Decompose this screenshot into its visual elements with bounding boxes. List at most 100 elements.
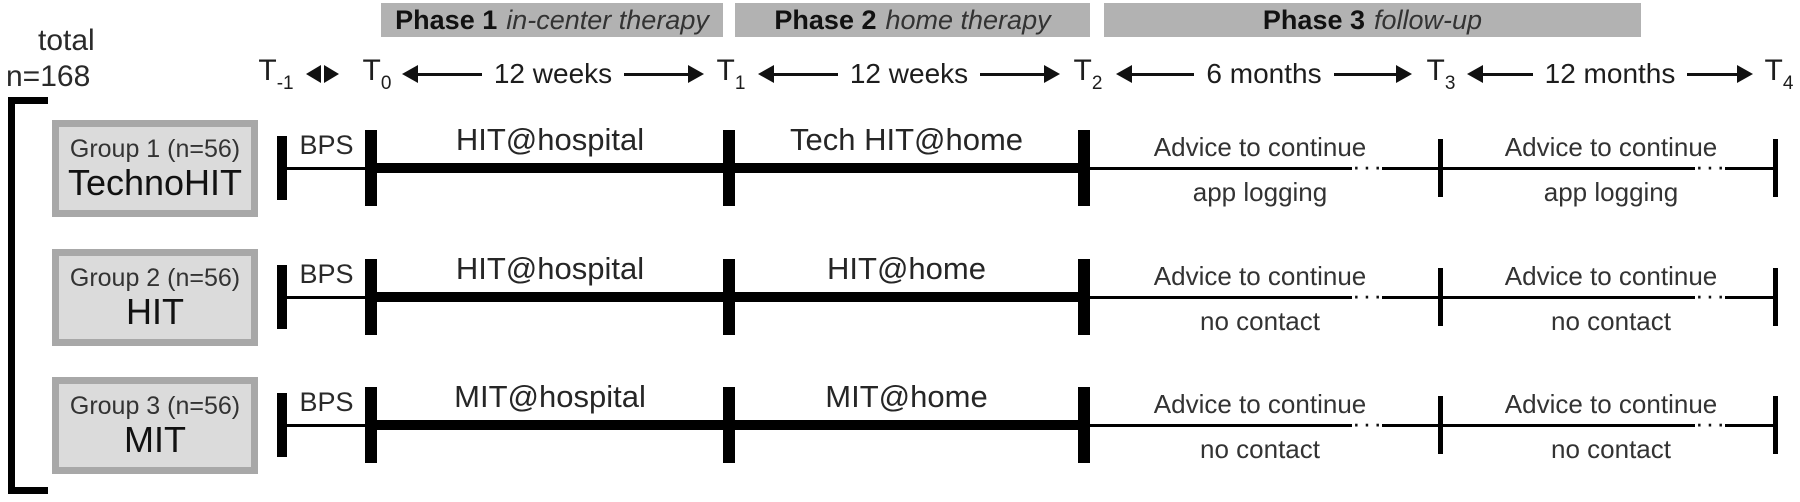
total-bracket-top-arm: [8, 97, 48, 104]
followup1-top-label: Advice to continue: [1153, 389, 1367, 419]
followup1-bottom-label: no contact: [1200, 306, 1320, 336]
interval-12-weeks-1: 12 weeks: [402, 58, 705, 89]
phase-3-band: Phase 3 follow-up: [1104, 3, 1641, 37]
group-title: Group 1 (n=56): [69, 135, 241, 164]
followup2-line-end: [1725, 167, 1773, 170]
group-name: HIT: [126, 290, 184, 332]
followup1-bottom-label: app logging: [1192, 177, 1328, 207]
timepoint-t1: T1: [716, 54, 746, 94]
total-bracket-line: [8, 97, 15, 494]
phase2-label: HIT@home: [827, 251, 986, 286]
followup2-bottom-label: app logging: [1543, 177, 1679, 207]
total-n-value: n=168: [6, 60, 91, 93]
interval-12-weeks-2: 12 weeks: [758, 58, 1061, 89]
followup1-line: [1090, 296, 1352, 299]
followup1-line-end: [1382, 296, 1438, 299]
phase1-label: HIT@hospital: [455, 122, 645, 157]
phase-2-band: Phase 2 home therapy: [735, 3, 1090, 37]
tick-t4: [1773, 396, 1778, 454]
interval-label: 12 weeks: [493, 58, 613, 89]
bps-line: [282, 424, 371, 427]
tick-t2: [1078, 259, 1090, 335]
tick-t3: [1438, 268, 1443, 326]
arrow-left-icon: [758, 65, 774, 83]
total-bracket-bottom-arm: [8, 487, 48, 494]
arrow-right-icon: [1044, 65, 1061, 83]
followup2-line: [1443, 296, 1695, 299]
timepoint-t-minus-1: T-1: [258, 54, 294, 94]
followup1-line-end: [1382, 424, 1438, 427]
phase2-line: [729, 292, 1084, 302]
phase2-line: [729, 420, 1084, 430]
followup2-top-label: Advice to continue: [1504, 389, 1718, 419]
group-box-mit: Group 3 (n=56) MIT: [52, 377, 258, 474]
ellipsis: ···: [1695, 151, 1727, 181]
group-title: Group 2 (n=56): [69, 264, 241, 293]
followup1-top-label: Advice to continue: [1153, 261, 1367, 291]
followup1-line: [1090, 424, 1352, 427]
group-name: MIT: [124, 418, 186, 460]
phase-2-name: Phase 2: [774, 4, 877, 35]
ellipsis: ···: [1352, 280, 1384, 310]
bps-label: BPS: [299, 387, 354, 417]
followup2-line-end: [1725, 424, 1773, 427]
phase1-line: [371, 420, 729, 430]
interval-label: 12 months: [1544, 58, 1676, 89]
group-box-hit: Group 2 (n=56) HIT: [52, 249, 258, 346]
phase-1-name: Phase 1: [395, 4, 498, 35]
followup1-bottom-label: no contact: [1200, 434, 1320, 464]
interval-6-months: 6 months: [1116, 58, 1413, 89]
arrow-right-icon: [1396, 65, 1413, 83]
phase1-line: [371, 292, 729, 302]
total-label: total: [38, 24, 95, 57]
followup2-top-label: Advice to continue: [1504, 261, 1718, 291]
arrow-right-icon: [324, 65, 339, 83]
phase-1-subtitle: in-center therapy: [506, 4, 709, 35]
phase-2-subtitle: home therapy: [885, 4, 1051, 35]
interval-label: 6 months: [1206, 58, 1322, 89]
followup2-bottom-label: no contact: [1551, 306, 1671, 336]
arrow-left-icon: [1116, 65, 1132, 83]
followup2-line-end: [1725, 296, 1773, 299]
timepoint-t3: T3: [1426, 54, 1456, 94]
ellipsis: ···: [1695, 280, 1727, 310]
tick-t2: [1078, 387, 1090, 463]
interval-12-months: 12 months: [1467, 58, 1753, 89]
group-name: TechnoHIT: [67, 161, 243, 203]
phase-1-band: Phase 1 in-center therapy: [381, 3, 723, 37]
arrow-left-icon: [402, 65, 418, 83]
tick-t2: [1078, 130, 1090, 206]
phase-3-subtitle: follow-up: [1374, 4, 1483, 35]
tick-t3: [1438, 396, 1443, 454]
phase2-line: [729, 163, 1084, 173]
phase2-label: Tech HIT@home: [789, 122, 1024, 157]
group-box-technohit: Group 1 (n=56) TechnoHIT: [52, 120, 258, 217]
followup1-top-label: Advice to continue: [1153, 132, 1367, 162]
arrow-left-icon: [306, 65, 321, 83]
phase1-line: [371, 163, 729, 173]
followup1-line-end: [1382, 167, 1438, 170]
timepoint-t2: T2: [1073, 54, 1103, 94]
tick-t3: [1438, 139, 1443, 197]
tick-t4: [1773, 268, 1778, 326]
followup2-line: [1443, 424, 1695, 427]
phase-3-name: Phase 3: [1262, 4, 1365, 35]
timepoint-t4: T4: [1764, 54, 1794, 94]
interval-label: 12 weeks: [849, 58, 969, 89]
timepoint-t0: T0: [362, 54, 392, 94]
arrow-left-icon: [1467, 65, 1483, 83]
followup2-line: [1443, 167, 1695, 170]
followup2-top-label: Advice to continue: [1504, 132, 1718, 162]
ellipsis: ···: [1352, 151, 1384, 181]
followup2-bottom-label: no contact: [1551, 434, 1671, 464]
bps-label: BPS: [299, 259, 354, 289]
phase1-label: HIT@hospital: [455, 251, 645, 286]
tick-t4: [1773, 139, 1778, 197]
bps-line: [282, 167, 371, 170]
ellipsis: ···: [1352, 408, 1384, 438]
phase1-label: MIT@hospital: [454, 379, 646, 414]
arrow-right-icon: [688, 65, 705, 83]
group-title: Group 3 (n=56): [69, 392, 241, 421]
phase2-label: MIT@home: [825, 379, 988, 414]
